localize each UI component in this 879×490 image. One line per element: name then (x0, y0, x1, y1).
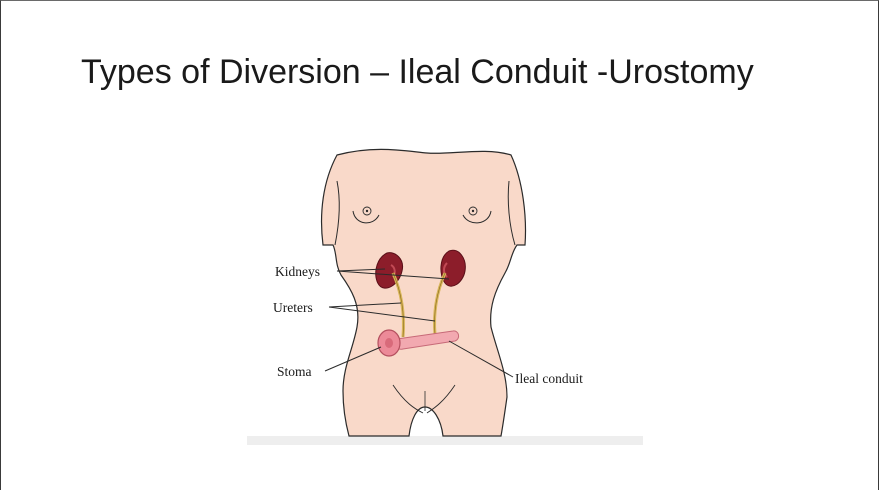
label-kidneys: Kidneys (275, 264, 320, 279)
torso (322, 149, 526, 436)
stoma-center (385, 338, 393, 348)
label-ureters: Ureters (273, 300, 313, 315)
slide-title: Types of Diversion – Ileal Conduit -Uros… (81, 53, 754, 92)
label-stoma: Stoma (277, 364, 312, 379)
left-nipple-center (366, 210, 368, 212)
ileal-conduit-diagram: Kidneys Ureters Stoma Ileal conduit (245, 141, 645, 451)
diagram-base (247, 436, 643, 445)
right-nipple-center (472, 210, 474, 212)
label-ileal-conduit: Ileal conduit (515, 371, 583, 386)
